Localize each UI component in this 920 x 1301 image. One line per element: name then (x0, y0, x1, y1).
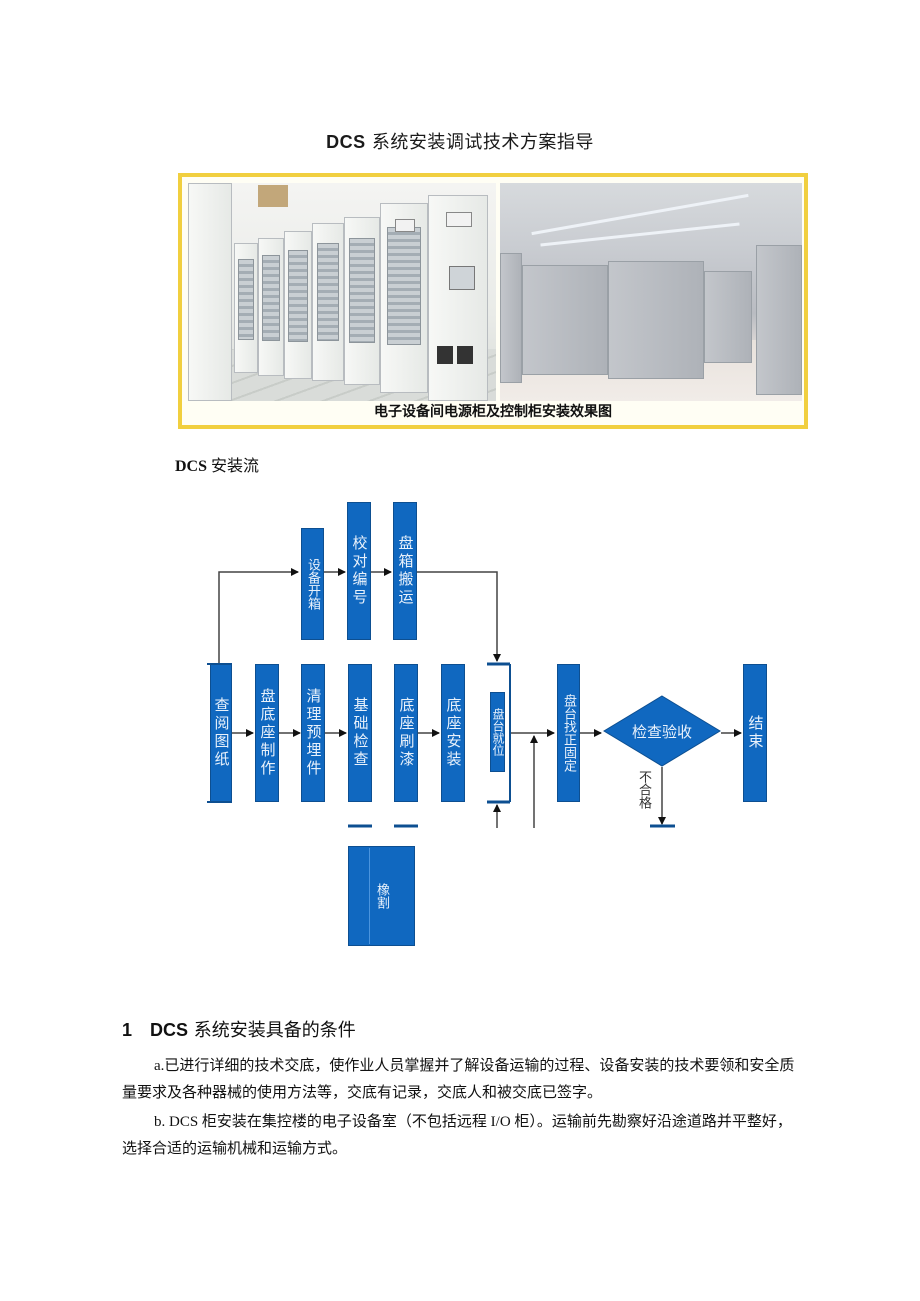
flow-heading: DCS 安装流 (175, 452, 259, 476)
bottom-box-label: 橡割 (374, 883, 389, 909)
flow-step-position: 盘台就位 (490, 692, 505, 772)
flow-step-foundation: 基础检查 (348, 664, 372, 802)
flow-step-align: 盘台找正固定 (557, 664, 580, 802)
title-dcs: DCS (326, 132, 366, 152)
section-number: 1 (122, 1020, 133, 1040)
bottom-box-divider (369, 848, 370, 944)
flow-step-bottom: 橡割 (348, 846, 415, 946)
flow-heading-dcs: DCS (175, 458, 208, 475)
flow-step-review: 查阅图纸 (210, 664, 232, 802)
flowchart-connectors (207, 568, 742, 828)
figure-caption: 电子设备间电源柜及控制柜安装效果图 (374, 404, 612, 420)
flow-decision-inspect: 检查验收 (603, 695, 721, 767)
flow-step-end: 结束 (743, 664, 767, 802)
flow-step-clean: 清理预埋件 (301, 664, 325, 802)
section-1-heading: 1 DCS 系统安装具备的条件 (122, 1016, 356, 1042)
paragraph-a: a.已进行详细的技术交底，使作业人员掌握并了解设备运输的过程、设备安装的技术要领… (122, 1058, 795, 1101)
section-title-dcs: DCS (150, 1020, 189, 1040)
section-title-text: 系统安装具备的条件 (188, 1020, 356, 1041)
flow-step-base-make: 盘底座制作 (255, 664, 279, 802)
control-cabinet-room-photo (500, 183, 802, 401)
diamond-shape (603, 695, 721, 767)
flow-step-base-install: 底座安装 (441, 664, 465, 802)
flow-heading-text: 安装流 (207, 458, 260, 475)
flow-step-transport: 盘箱搬运 (393, 502, 417, 640)
flow-step-paint: 底座刷漆 (394, 664, 418, 802)
title-text: 系统安装调试技术方案指导 (365, 132, 594, 153)
reject-label: 不合格 (636, 770, 651, 809)
flow-step-unpack: 设备开箱 (301, 528, 324, 640)
document-title: DCS 系统安装调试技术方案指导 (0, 128, 920, 154)
paragraph-b: b. DCS 柜安装在集控楼的电子设备室（不包括远程 I/O 柜）。运输前先勘察… (122, 1114, 792, 1157)
decision-label: 检查验收 (631, 722, 692, 741)
figure-frame: 电子设备间电源柜及控制柜安装效果图 (178, 173, 808, 429)
flow-step-verify: 校对编号 (347, 502, 371, 640)
equipment-room-power-cabinets-photo (188, 183, 496, 401)
